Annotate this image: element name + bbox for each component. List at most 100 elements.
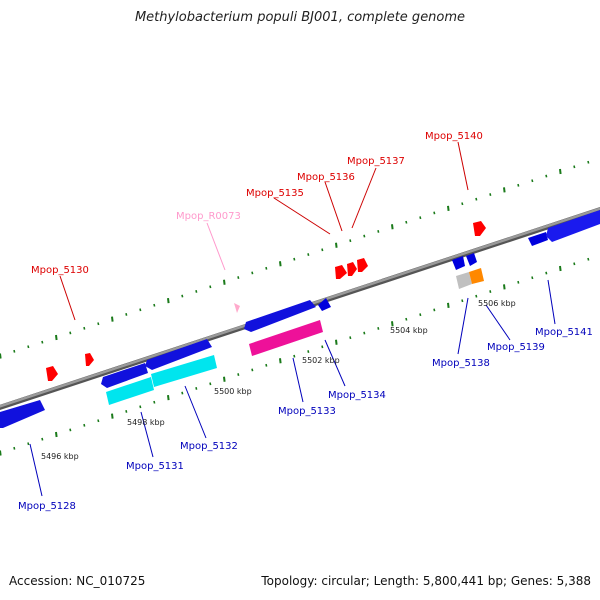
tick-mark — [181, 391, 184, 395]
gene-5133[interactable] — [244, 300, 316, 332]
gene-label[interactable]: Mpop_5141 — [535, 327, 593, 338]
gene-5134[interactable] — [318, 298, 331, 311]
tick-mark — [573, 262, 576, 266]
gene-label[interactable]: Mpop_5130 — [31, 265, 89, 276]
tick-mark — [251, 271, 254, 275]
tick-mark — [335, 242, 338, 248]
gene-5137[interactable] — [357, 258, 368, 272]
tick-mark — [377, 230, 380, 233]
forward-genes — [46, 221, 486, 381]
gene-5135[interactable] — [335, 265, 347, 279]
reverse-genes — [0, 210, 600, 428]
gene-R0073[interactable] — [234, 303, 240, 313]
scale-label: 5496 kbp — [41, 452, 79, 461]
gene-label[interactable]: Mpop_5138 — [432, 358, 490, 369]
tick-mark — [97, 322, 100, 326]
gene-label[interactable]: Mpop_5128 — [18, 501, 76, 512]
tick-mark — [139, 405, 142, 409]
tick-mark — [111, 413, 114, 419]
gene-label[interactable]: Mpop_5134 — [328, 390, 386, 401]
tick-mark — [265, 266, 268, 270]
scale-label: 5504 kbp — [390, 326, 428, 335]
gene-5138b[interactable] — [469, 268, 484, 284]
upper-tick-track — [0, 160, 590, 359]
gene-5132-highlight[interactable] — [151, 355, 217, 387]
tick-mark — [223, 376, 226, 382]
gene-5140[interactable] — [473, 221, 486, 236]
gene-label[interactable]: Mpop_5131 — [126, 461, 184, 472]
tick-mark — [363, 331, 366, 335]
gene-5138[interactable] — [456, 272, 472, 289]
gene-5133-highlight[interactable] — [249, 320, 323, 356]
tick-mark — [489, 193, 492, 196]
gene-label[interactable]: Mpop_5135 — [246, 188, 304, 199]
tick-mark — [279, 358, 282, 364]
tick-mark — [209, 382, 212, 386]
tick-mark — [545, 271, 548, 275]
gene-5132[interactable] — [145, 339, 212, 370]
gene-5131-highlight[interactable] — [106, 377, 154, 405]
tick-mark — [153, 303, 156, 307]
tick-mark — [321, 248, 324, 252]
tick-mark — [587, 160, 590, 164]
tick-mark — [209, 285, 212, 289]
tick-mark — [531, 276, 534, 280]
gene-label[interactable]: Mpop_5139 — [487, 342, 545, 353]
tick-mark — [237, 276, 240, 279]
tick-mark — [545, 174, 548, 178]
tick-mark — [293, 354, 296, 358]
tick-mark — [13, 349, 16, 353]
gene-5131[interactable] — [101, 363, 148, 388]
tick-mark — [475, 197, 478, 201]
tick-mark — [55, 334, 58, 341]
tick-mark — [125, 313, 128, 316]
gene-label[interactable]: Mpop_R0073 — [176, 211, 241, 222]
gene-5139b[interactable] — [466, 253, 477, 266]
gene-label[interactable]: Mpop_5137 — [347, 156, 405, 167]
gene-5129[interactable] — [46, 366, 58, 381]
scale-labels: 5496 kbp 5498 kbp 5500 kbp 5502 kbp 5504… — [41, 299, 516, 461]
tick-mark — [419, 216, 422, 220]
tick-mark — [0, 353, 2, 359]
tick-mark — [83, 423, 86, 427]
tick-mark — [293, 257, 296, 261]
tick-mark — [83, 326, 86, 330]
gene-label[interactable]: Mpop_5140 — [425, 131, 483, 142]
tick-mark — [503, 284, 506, 290]
accession-text: Accession: NC_010725 — [9, 574, 146, 588]
tick-mark — [181, 294, 184, 298]
gene-5141b[interactable] — [546, 210, 600, 242]
tick-mark — [419, 313, 422, 317]
gene-5139[interactable] — [452, 256, 465, 270]
scale-label: 5498 kbp — [127, 418, 165, 427]
tick-mark — [41, 437, 44, 441]
tick-mark — [475, 294, 478, 298]
gene-label[interactable]: Mpop_5133 — [278, 406, 336, 417]
gene-5128[interactable] — [0, 400, 45, 428]
tick-mark — [139, 308, 142, 312]
tick-mark — [265, 363, 268, 367]
gene-label[interactable]: Mpop_5132 — [180, 441, 238, 452]
tick-mark — [307, 253, 310, 256]
gene-label[interactable]: Mpop_5136 — [297, 172, 355, 183]
tick-mark — [391, 224, 394, 230]
tick-mark — [111, 316, 114, 322]
scale-label: 5500 kbp — [214, 387, 252, 396]
tick-mark — [573, 165, 576, 169]
tick-mark — [447, 205, 450, 212]
scale-label: 5502 kbp — [302, 356, 340, 365]
gene-5136[interactable] — [347, 262, 357, 276]
tick-mark — [223, 279, 226, 285]
map-title: Methylobacterium populi BJ001, complete … — [134, 10, 466, 25]
tick-mark — [405, 317, 408, 321]
gene-5141[interactable] — [528, 232, 548, 246]
tick-mark — [195, 387, 198, 390]
tick-mark — [503, 187, 506, 193]
tick-mark — [69, 428, 72, 432]
tick-mark — [321, 345, 324, 349]
gene-5130[interactable] — [85, 353, 94, 366]
lower-tick-track — [0, 257, 590, 456]
tick-mark — [13, 446, 16, 450]
genome-summary-text: Topology: circular; Length: 5,800,441 bp… — [261, 574, 591, 588]
